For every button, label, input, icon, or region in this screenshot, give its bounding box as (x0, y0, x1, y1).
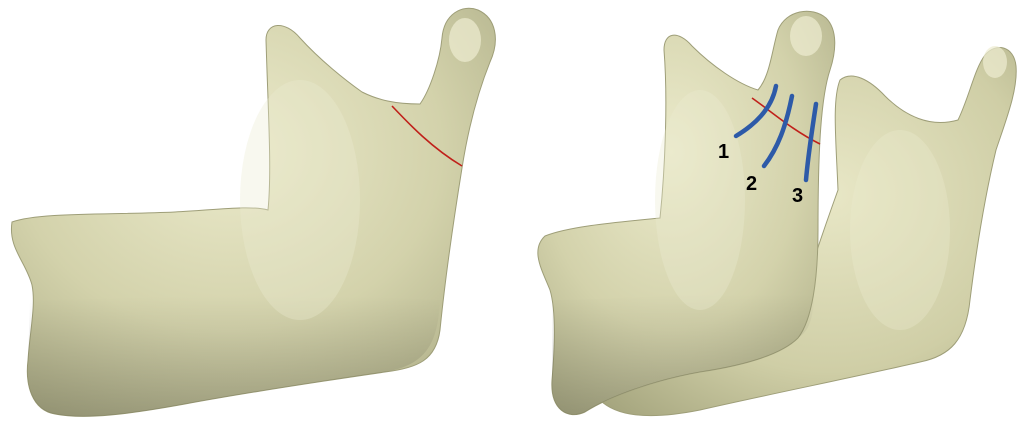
right-front-condyle-highlight (790, 16, 822, 56)
right-back-body-highlight (850, 130, 950, 330)
left-condyle-highlight (449, 18, 481, 62)
cut-line-1-label: 1 (718, 141, 729, 163)
right-back-condyle-highlight (983, 46, 1007, 78)
left-mandible-shadow (27, 296, 440, 417)
left-mandible (11, 8, 495, 416)
right-mandible-group: 1 2 3 (538, 11, 1016, 415)
left-ramus-highlight (240, 80, 360, 320)
cut-line-2-label: 2 (746, 173, 757, 195)
right-front-ramus-highlight (655, 90, 745, 310)
cut-line-3-label: 3 (792, 185, 803, 207)
